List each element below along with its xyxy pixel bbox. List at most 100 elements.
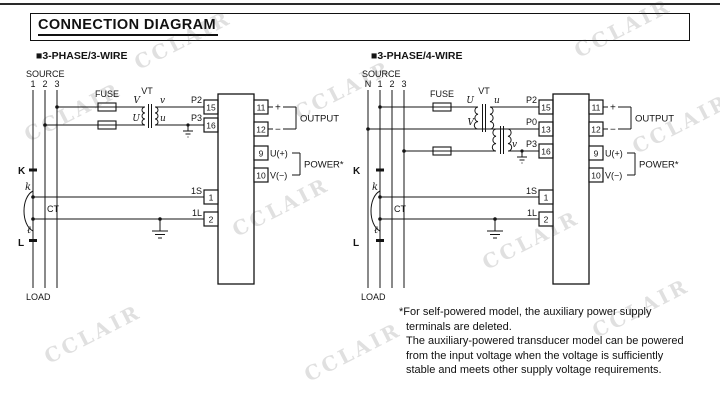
terminal-9: 9 (588, 145, 604, 161)
right-power-v: V(−) (605, 171, 622, 181)
right-line-N-label: N (365, 79, 372, 89)
diagram-3phase-3wire: ■3-PHASE/3-WIRE SOURCE 1 2 3 LOAD FUSE V… (18, 50, 344, 302)
right-p2-label: P2 (526, 95, 537, 105)
left-ct-l: ℓ (27, 225, 31, 236)
left-ct-k: k (25, 182, 31, 193)
terminal-1-number: 1 (209, 193, 214, 203)
left-ct-K: K (18, 166, 26, 177)
terminal-15: 15 (203, 99, 219, 115)
terminal-12-number: 12 (591, 125, 601, 135)
terminal-2-number: 2 (544, 215, 549, 225)
right-fuse-label: FUSE (430, 89, 454, 99)
right-line-3-label: 3 (401, 79, 406, 89)
right-load-label: LOAD (361, 292, 386, 302)
right-line-2-label: 2 (389, 79, 394, 89)
terminal-1: 1 (203, 189, 219, 205)
left-output-plus: + (275, 103, 281, 114)
left-ct-label: CT (47, 204, 59, 214)
left-output-label: OUTPUT (300, 114, 339, 125)
left-1L-label: 1L (192, 208, 202, 218)
right-vt-U: U (466, 96, 474, 106)
terminal-10: 10 (253, 167, 269, 183)
page-top-rule (0, 3, 720, 5)
right-p3-label: P3 (526, 139, 537, 149)
right-vt-v: v (512, 140, 517, 150)
right-power-label: POWER* (639, 160, 679, 171)
left-heading: ■3-PHASE/3-WIRE (36, 50, 128, 62)
right-source-label: SOURCE (362, 69, 401, 79)
ct-k-mark-icon (376, 168, 384, 172)
left-vt-V: V (134, 96, 142, 106)
right-ct-k: k (372, 182, 378, 193)
fuse-icon (97, 102, 117, 112)
terminal-12-number: 12 (256, 125, 266, 135)
terminal-2: 2 (203, 211, 219, 227)
left-line-3-label: 3 (54, 79, 59, 89)
terminal-15: 15 (538, 99, 554, 115)
terminal-10-number: 10 (591, 171, 601, 181)
right-output-minus: − (610, 125, 616, 136)
left-line-1-label: 1 (30, 79, 35, 89)
right-vt-V: V (468, 118, 476, 128)
left-output-bracket (268, 106, 297, 130)
right-ct-secondary-wiring (378, 195, 539, 221)
footnote: *For self-powered model, the auxiliary p… (399, 305, 692, 378)
right-output-label: OUTPUT (635, 114, 674, 125)
left-1S-label: 1S (191, 186, 202, 196)
terminal-15-number: 15 (541, 103, 551, 113)
right-1L-label: 1L (527, 208, 537, 218)
vt-primary-coil-icon (141, 106, 146, 126)
right-heading: ■3-PHASE/4-WIRE (371, 50, 463, 62)
left-vt-symbol (141, 104, 159, 128)
vt-primary-coil-icon (491, 128, 497, 152)
fuse-icon (97, 120, 117, 130)
terminal-9-number: 9 (259, 149, 264, 159)
fuse-icon (432, 146, 452, 156)
page-title: CONNECTION DIAGRAM (38, 17, 218, 36)
terminal-13-number: 13 (541, 125, 551, 135)
right-ct-K: K (353, 166, 361, 177)
terminal-11: 11 (588, 99, 604, 115)
right-fuse-symbols (432, 102, 452, 156)
terminal-16: 16 (203, 117, 219, 133)
terminal-16-number: 16 (206, 121, 216, 131)
left-power-bracket (292, 152, 301, 176)
footnote-para2: The auxiliary-powered transducer model c… (406, 335, 684, 376)
terminal-12: 12 (253, 121, 269, 137)
right-output-plus: + (610, 103, 616, 114)
vt-primary-coil-icon (473, 106, 479, 130)
terminal-1-number: 1 (544, 193, 549, 203)
left-ct-secondary-wiring (31, 195, 204, 221)
left-line-2-label: 2 (42, 79, 47, 89)
right-vt1-symbol (473, 104, 495, 132)
terminal-2-number: 2 (209, 215, 214, 225)
terminal-2: 2 (538, 211, 554, 227)
right-ct-label: CT (394, 204, 406, 214)
left-output-minus: − (275, 125, 281, 136)
vt-secondary-coil-icon (154, 106, 159, 126)
right-p0-label: P0 (526, 117, 537, 127)
ct-coil-icon (23, 190, 34, 232)
vt-secondary-coil-icon (489, 106, 495, 130)
terminal-11: 11 (253, 99, 269, 115)
vt-secondary-coil-icon (507, 128, 513, 152)
left-power-label: POWER* (304, 160, 344, 171)
right-line-1-label: 1 (377, 79, 382, 89)
left-fuse-label: FUSE (95, 89, 119, 99)
ct-k-mark-icon (29, 168, 37, 172)
right-vt-label: VT (478, 86, 490, 96)
left-ct-L: L (18, 238, 24, 249)
right-device-outline (552, 93, 590, 285)
footnote-para1: *For self-powered model, the auxiliary p… (399, 306, 652, 333)
title-bar: CONNECTION DIAGRAM (30, 13, 690, 41)
left-source-lines (32, 90, 58, 288)
ct-coil-icon (370, 190, 381, 232)
terminal-16: 16 (538, 143, 554, 159)
left-p3-label: P3 (191, 113, 202, 123)
right-1S-label: 1S (526, 186, 537, 196)
ct-l-mark-icon (376, 239, 384, 242)
left-vt-earth-symbol (183, 123, 193, 138)
left-vt-u: u (160, 114, 166, 124)
right-vt-earth-symbol (517, 149, 527, 164)
left-power-v: V(−) (270, 171, 287, 181)
